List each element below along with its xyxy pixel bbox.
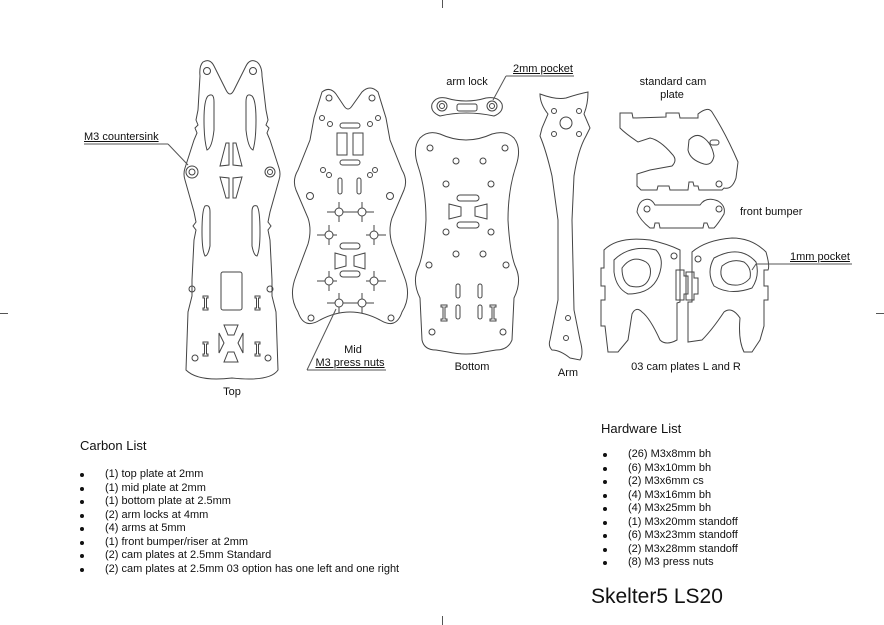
top-plate-outline bbox=[183, 60, 281, 380]
front-bumper-outline bbox=[636, 198, 725, 229]
bullet-icon bbox=[80, 567, 84, 572]
hardware-list-item: (4) M3x16mm bh bbox=[603, 489, 738, 503]
carbon-list-item: (1) top plate at 2mm bbox=[80, 468, 399, 482]
border-tick-left bbox=[0, 313, 8, 314]
carbon-list-item: (2) arm locks at 4mm bbox=[80, 509, 399, 523]
countersink-callout-label: M3 countersink bbox=[84, 131, 159, 143]
carbon-list-item: (1) front bumper/riser at 2mm bbox=[80, 536, 399, 550]
pocket-callout-leader bbox=[492, 75, 574, 101]
carbon-list-title: Carbon List bbox=[80, 438, 147, 453]
border-tick-bottom bbox=[442, 616, 443, 625]
bottom-plate-label: Bottom bbox=[454, 361, 490, 373]
arm-label: Arm bbox=[557, 367, 579, 379]
o3-cam-plate-right-outline bbox=[685, 237, 770, 353]
carbon-list-item: (2) cam plates at 2.5mm Standard bbox=[80, 549, 399, 563]
front-bumper-label: front bumper bbox=[740, 206, 803, 218]
bottom-plate-outline bbox=[414, 132, 520, 355]
carbon-list-item: (4) arms at 5mm bbox=[80, 522, 399, 536]
hardware-list-title: Hardware List bbox=[601, 421, 682, 436]
hardware-list-item: (6) M3x23mm standoff bbox=[603, 529, 738, 543]
border-tick-right bbox=[876, 313, 884, 314]
standard-cam-label-line2: plate bbox=[660, 89, 684, 101]
bullet-icon bbox=[80, 473, 84, 477]
border-tick-top bbox=[442, 0, 443, 8]
carbon-list: (1) top plate at 2mm (1) mid plate at 2m… bbox=[80, 468, 399, 576]
bullet-icon bbox=[80, 500, 84, 504]
bullet-icon bbox=[80, 486, 84, 491]
mid-plate-label: Mid bbox=[344, 344, 362, 356]
bullet-icon bbox=[603, 507, 607, 511]
1mm-pocket-callout-leader bbox=[751, 263, 852, 271]
bullet-icon bbox=[80, 513, 84, 518]
carbon-list-item: (1) mid plate at 2mm bbox=[80, 482, 399, 496]
bullet-icon bbox=[603, 561, 607, 565]
mid-plate-outline bbox=[292, 87, 408, 325]
press-nut-markers bbox=[317, 202, 386, 313]
pocket-callout-label: 2mm pocket bbox=[513, 63, 573, 75]
carbon-list-item: (2) cam plates at 2.5mm 03 option has on… bbox=[80, 563, 399, 577]
standard-cam-plate-outline bbox=[619, 108, 739, 191]
bullet-icon bbox=[80, 527, 84, 531]
bullet-icon bbox=[603, 453, 607, 457]
arm-lock-label: arm lock bbox=[446, 76, 488, 88]
bullet-icon bbox=[603, 480, 607, 484]
carbon-list-item: (1) bottom plate at 2.5mm bbox=[80, 495, 399, 509]
1mm-pocket-callout-label: 1mm pocket bbox=[790, 251, 850, 263]
hardware-list: (26) M3x8mm bh (6) M3x10mm bh (2) M3x6mm… bbox=[603, 448, 738, 570]
bullet-icon bbox=[603, 547, 607, 552]
press-nuts-callout-leader bbox=[306, 308, 386, 371]
bullet-icon bbox=[603, 520, 607, 525]
sheet-title: Skelter5 LS20 bbox=[591, 585, 723, 608]
standard-cam-label-line1: standard cam bbox=[639, 76, 707, 88]
hardware-list-item: (6) M3x10mm bh bbox=[603, 462, 738, 476]
bullet-icon bbox=[603, 466, 607, 471]
bullet-icon bbox=[80, 540, 84, 545]
bullet-icon bbox=[80, 554, 84, 558]
arm-lock-outline bbox=[431, 97, 503, 117]
top-plate-label: Top bbox=[223, 386, 241, 398]
bullet-icon bbox=[603, 534, 607, 538]
press-nuts-callout-label: M3 press nuts bbox=[315, 357, 385, 369]
hardware-list-item: (8) M3 press nuts bbox=[603, 556, 738, 570]
countersink-callout-leader bbox=[84, 143, 189, 166]
o3-cam-plate-left-outline bbox=[600, 238, 689, 353]
hardware-list-item: (2) M3x6mm cs bbox=[603, 475, 738, 489]
hardware-list-item: (2) M3x28mm standoff bbox=[603, 543, 738, 557]
hardware-list-item: (26) M3x8mm bh bbox=[603, 448, 738, 462]
bullet-icon bbox=[603, 493, 607, 498]
o3-cam-plates-label: 03 cam plates L and R bbox=[631, 361, 741, 373]
hardware-list-item: (4) M3x25mm bh bbox=[603, 502, 738, 516]
arm-outline bbox=[539, 91, 591, 361]
hardware-list-item: (1) M3x20mm standoff bbox=[603, 516, 738, 530]
